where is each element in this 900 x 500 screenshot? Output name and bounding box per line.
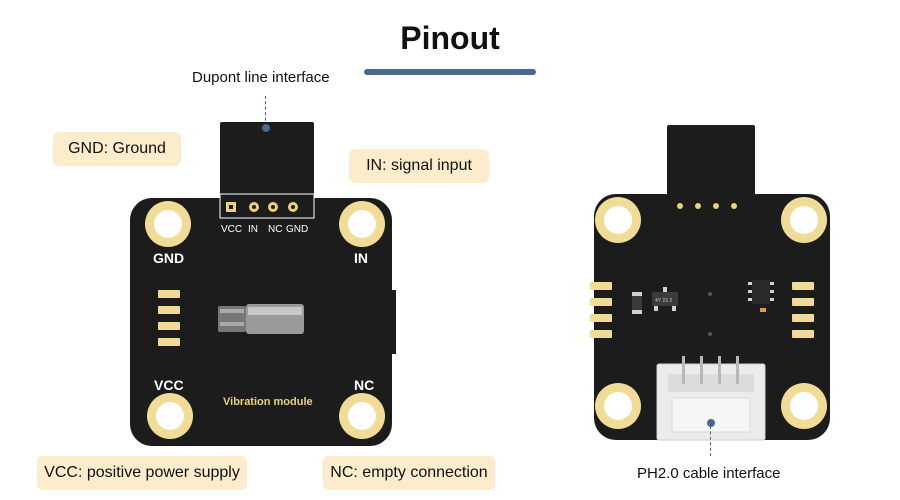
ph20-leader-line — [710, 426, 711, 456]
corner-label-in: IN — [354, 250, 368, 266]
back-pcb — [594, 194, 830, 440]
page-title: Pinout — [400, 20, 500, 56]
side-notch-right — [386, 290, 396, 354]
mounting-hole-bottom-left — [147, 393, 193, 439]
front-board: VCC IN NC GND GND IN VCC NC Vibration mo… — [130, 122, 396, 446]
back-side-pads-left — [590, 282, 612, 338]
vcc-tag: VCC: positive power supply — [37, 456, 247, 490]
pin-label-in: IN — [248, 224, 258, 235]
vias — [708, 292, 712, 336]
back-side-pads-right — [792, 282, 814, 338]
smd-ic — [748, 280, 774, 304]
back-board: 4Y 23 2 — [590, 125, 830, 441]
module-name-label: Vibration module — [223, 396, 313, 408]
nc-tag: NC: empty connection — [323, 456, 495, 490]
dupont-interface-caption: Dupont line interface — [192, 69, 330, 86]
dupont-connector-housing — [220, 122, 314, 214]
pin-label-vcc: VCC — [221, 224, 242, 235]
mounting-hole-top-left — [145, 201, 191, 247]
connector-marker-dot — [262, 124, 270, 132]
smd-transistor: 4Y 23 2 — [652, 287, 678, 311]
mounting-hole-bottom-right — [339, 393, 385, 439]
pin-header-outline — [219, 193, 315, 219]
pin-label-nc: NC — [268, 224, 282, 235]
mounting-hole-top-right — [339, 201, 385, 247]
corner-label-nc: NC — [354, 377, 374, 393]
back-mounting-hole-bottom-left — [595, 383, 641, 429]
in-tag: IN: signal input — [349, 149, 489, 183]
chip-marking: 4Y 23 2 — [655, 298, 672, 304]
ph20-marker-dot — [707, 419, 715, 427]
pin-label-gnd: GND — [286, 224, 308, 235]
pin-pads — [226, 202, 298, 212]
gnd-tag: GND: Ground — [53, 132, 181, 166]
smd-resistor — [760, 308, 766, 312]
corner-label-vcc: VCC — [154, 377, 184, 393]
title-underline — [364, 69, 536, 75]
back-mounting-hole-bottom-right — [781, 383, 827, 429]
vibration-motor — [218, 304, 304, 334]
back-pin-holes — [677, 203, 737, 209]
back-mounting-hole-top-left — [595, 197, 641, 243]
back-connector-housing — [667, 125, 755, 205]
side-pads-left — [158, 290, 180, 346]
ph20-connector — [656, 356, 766, 441]
smd-diode — [632, 292, 642, 314]
ph20-interface-caption: PH2.0 cable interface — [637, 465, 781, 482]
corner-label-gnd: GND — [153, 250, 184, 266]
back-mounting-hole-top-right — [781, 197, 827, 243]
dupont-leader-line — [265, 96, 266, 126]
